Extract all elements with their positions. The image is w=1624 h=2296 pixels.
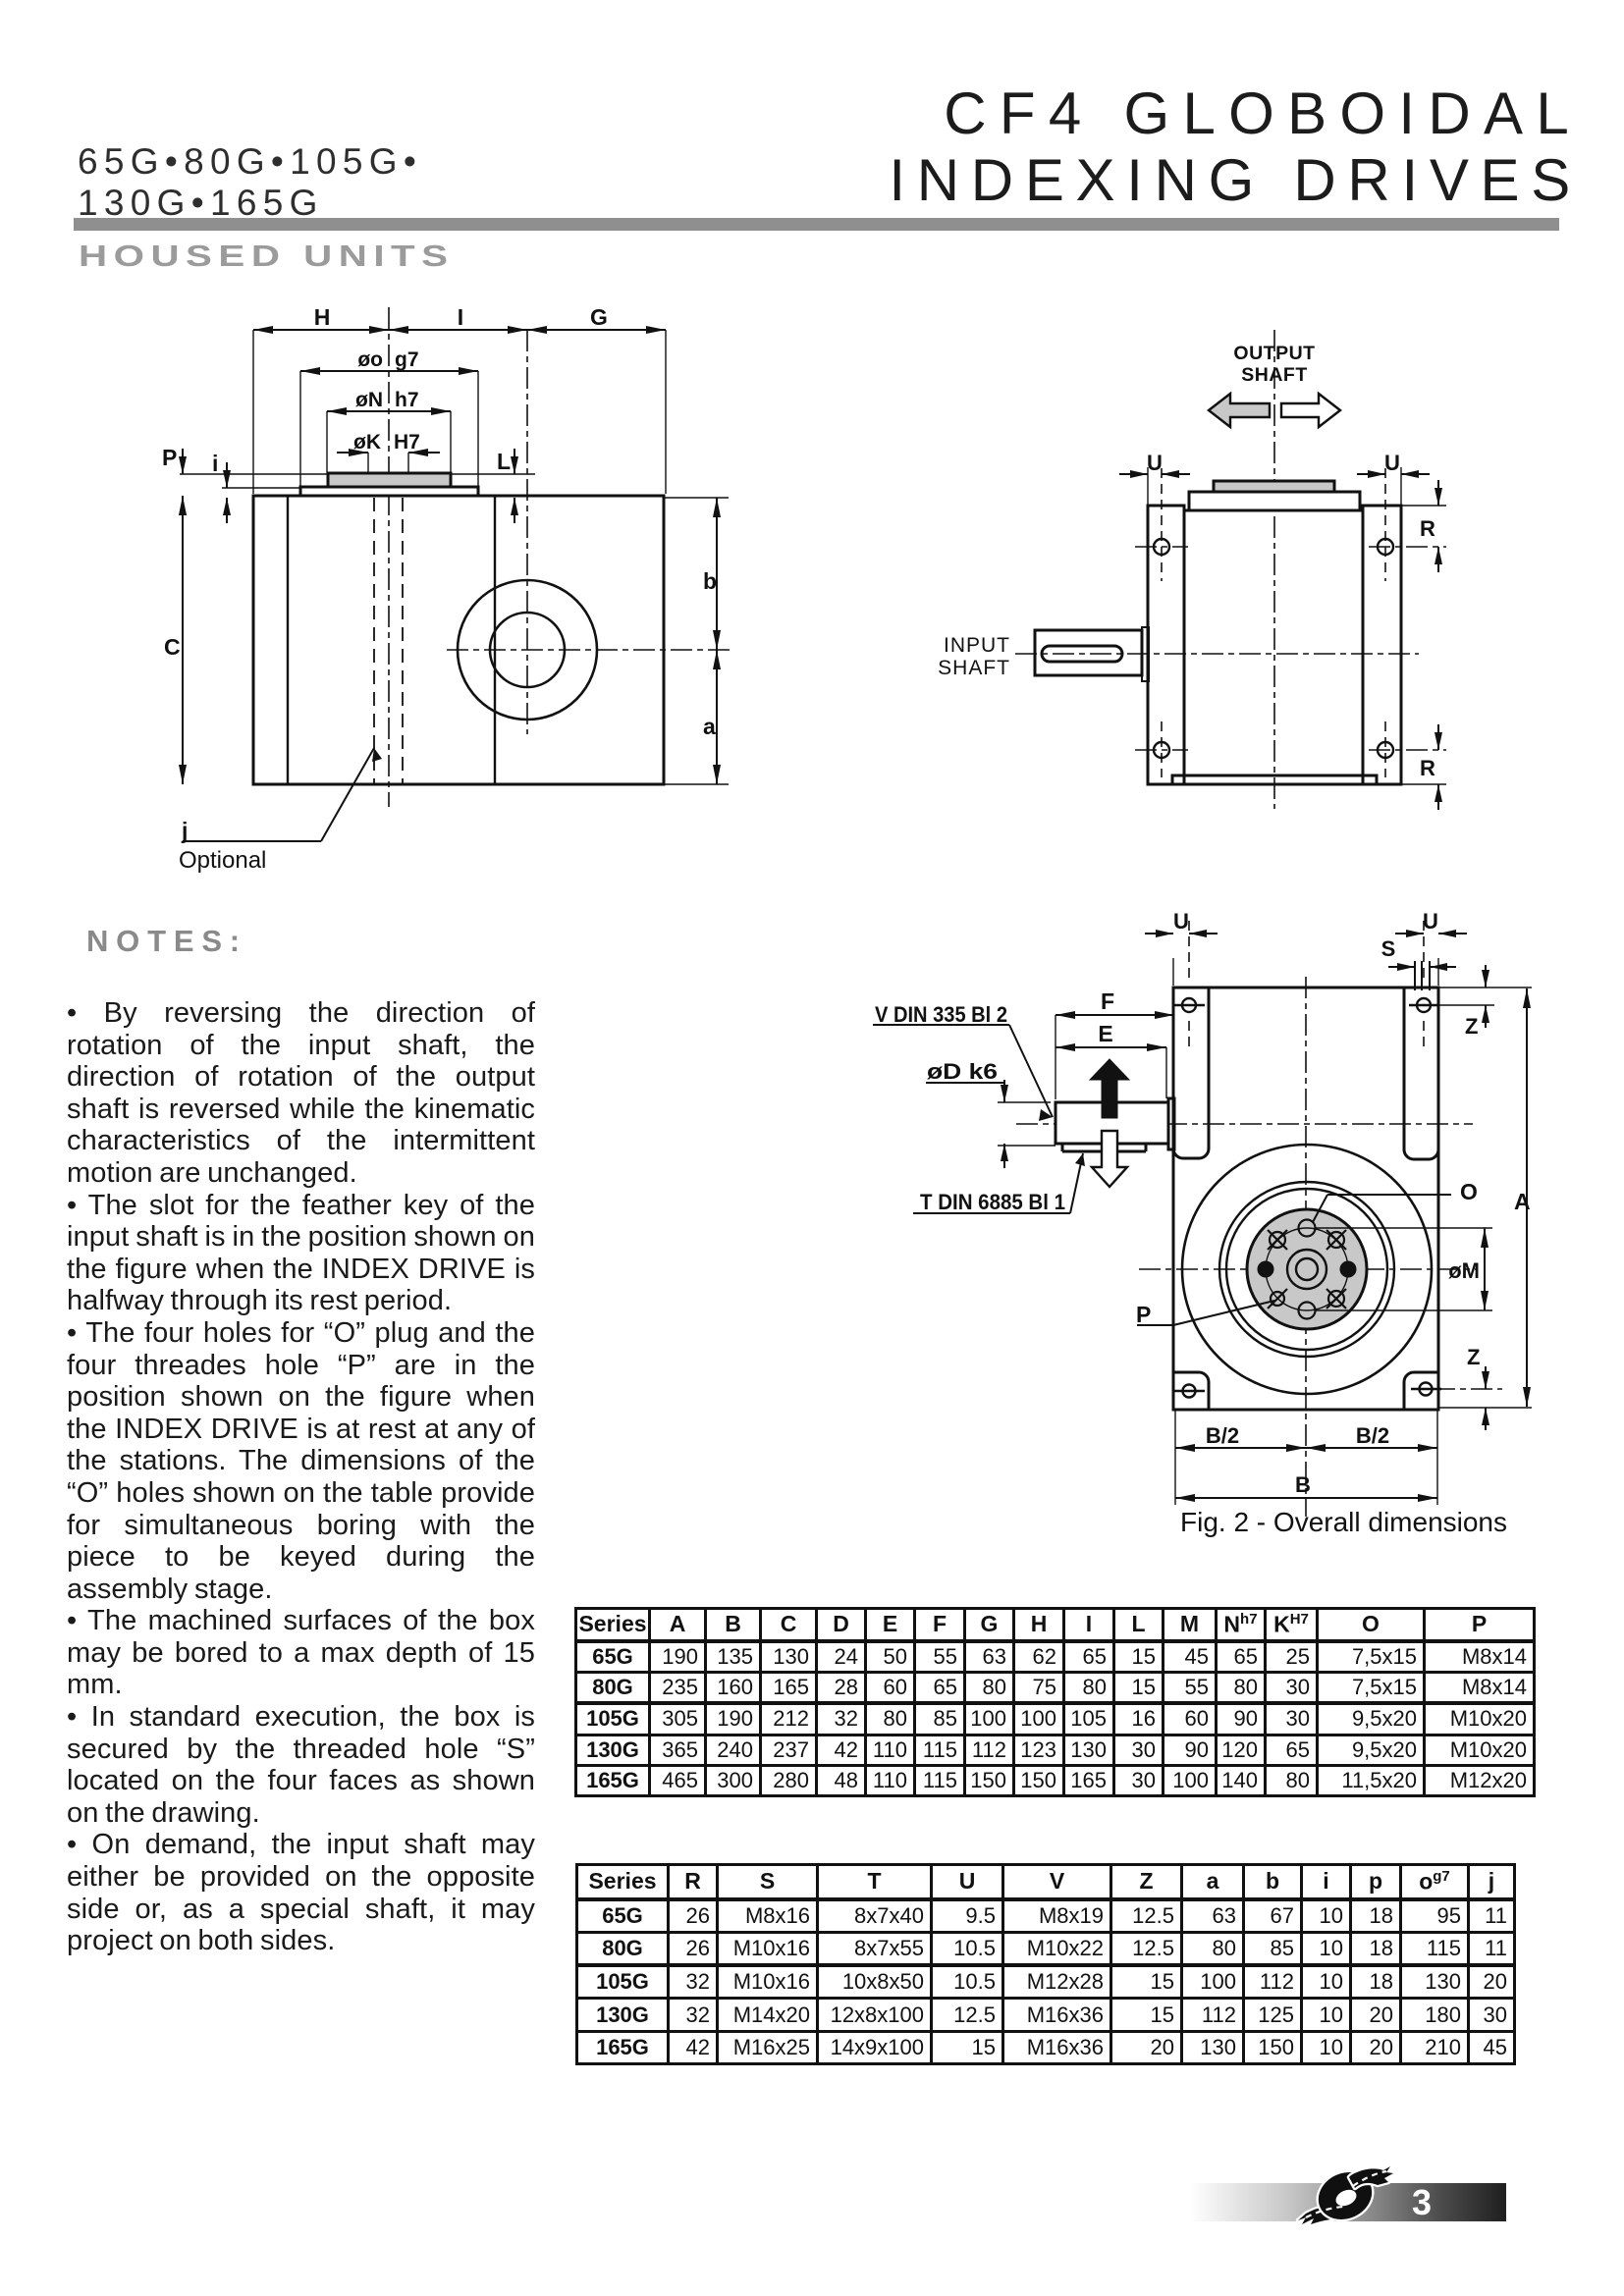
- svg-text:Fig. 2 - Overall dimensions: Fig. 2 - Overall dimensions: [1180, 1507, 1507, 1537]
- svg-text:INPUT: INPUT: [944, 634, 1010, 657]
- svg-text:F: F: [1101, 988, 1114, 1014]
- svg-text:j: j: [181, 818, 188, 843]
- svg-text:g7: g7: [395, 348, 419, 371]
- svg-text:a: a: [703, 714, 716, 739]
- svg-text:B/2: B/2: [1206, 1423, 1239, 1448]
- svg-text:OUTPUT: OUTPUT: [1233, 343, 1315, 364]
- svg-text:A: A: [1514, 1189, 1531, 1214]
- svg-text:P: P: [162, 445, 177, 470]
- svg-text:i: i: [212, 451, 218, 476]
- svg-text:H7: H7: [394, 431, 420, 454]
- svg-text:L: L: [497, 449, 511, 474]
- svg-text:B/2: B/2: [1356, 1423, 1389, 1448]
- svg-text:U: U: [1423, 909, 1438, 934]
- svg-text:B: B: [1295, 1472, 1311, 1497]
- svg-text:V DIN 335 Bl 2: V DIN 335 Bl 2: [875, 1002, 1007, 1027]
- svg-text:SHAFT: SHAFT: [938, 657, 1010, 679]
- svg-text:øN: øN: [355, 389, 383, 411]
- svg-text:R: R: [1420, 516, 1435, 541]
- svg-text:øK: øK: [353, 431, 381, 454]
- svg-text:Z: Z: [1465, 1014, 1478, 1039]
- svg-text:SHAFT: SHAFT: [1241, 364, 1308, 386]
- svg-text:G: G: [590, 304, 608, 330]
- svg-text:U: U: [1147, 451, 1163, 475]
- svg-text:b: b: [703, 568, 717, 594]
- svg-text:Z: Z: [1467, 1345, 1480, 1369]
- svg-text:E: E: [1098, 1021, 1112, 1046]
- svg-text:I: I: [458, 304, 463, 330]
- svg-text:øD k6: øD k6: [927, 1059, 998, 1084]
- svg-text:øo: øo: [357, 348, 383, 371]
- svg-text:Optional: Optional: [179, 847, 266, 874]
- svg-text:H: H: [314, 304, 331, 330]
- svg-text:U: U: [1173, 909, 1189, 934]
- svg-text:S: S: [1381, 936, 1396, 961]
- svg-text:C: C: [164, 634, 181, 660]
- svg-text:U: U: [1384, 451, 1400, 475]
- svg-text:O: O: [1460, 1179, 1478, 1204]
- svg-text:R: R: [1420, 756, 1435, 780]
- svg-text:P: P: [1136, 1302, 1151, 1327]
- svg-text:T DIN 6885 Bl 1: T DIN 6885 Bl 1: [920, 1190, 1065, 1214]
- svg-text:h7: h7: [395, 389, 419, 411]
- svg-text:øM: øM: [1448, 1258, 1480, 1283]
